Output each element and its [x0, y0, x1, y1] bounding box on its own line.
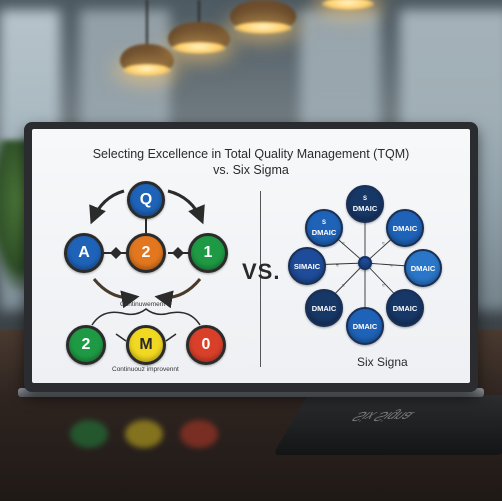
six-sigma-node-top-left: S DMAIC — [305, 209, 343, 247]
six-sigma-node-label: DMAIC — [311, 303, 337, 313]
screen-reflection — [60, 405, 300, 465]
six-sigma-node-right: DMAIC — [404, 249, 442, 287]
svg-text:≈: ≈ — [390, 263, 393, 269]
monitor: Selecting Excellence in Total Quality Ma… — [24, 122, 478, 392]
six-sigma-node-label: DMAIC — [410, 263, 436, 273]
arrow-bottom-right — [154, 278, 202, 309]
bottom-ticks — [115, 333, 177, 342]
tqm-node-bottom-right: 0 — [186, 325, 226, 365]
svg-text:≈: ≈ — [382, 241, 385, 247]
pendant-lamp — [230, 0, 296, 44]
six-sigma-node-left: SIMAIC — [288, 247, 326, 285]
six-sigma-node-label: DMAIC — [352, 321, 378, 331]
svg-text:≈: ≈ — [342, 241, 345, 247]
slide-screen: Selecting Excellence in Total Quality Ma… — [32, 129, 470, 383]
tqm-node-1: 1 — [188, 233, 228, 273]
spoke-ticks: ≈ ≈ ≈ ≈ ≈ ≈ — [336, 241, 393, 289]
svg-text:≈: ≈ — [342, 283, 345, 289]
six-sigma-label: Six Signa — [357, 355, 408, 369]
svg-text:≈: ≈ — [382, 283, 385, 289]
slide-title-line2: vs. Six Sigma — [213, 163, 289, 177]
six-sigma-node-bottom-right: DMAIC — [386, 289, 424, 327]
diamond-right — [172, 247, 184, 259]
tqm-label-cycle: Continuwement — [120, 301, 166, 308]
six-sigma-hub — [358, 256, 372, 270]
six-sigma-node-label: DMAIC — [311, 228, 337, 237]
tablet-reflection-text: Six Signa — [346, 409, 419, 424]
pendant-lamp — [318, 0, 378, 10]
six-sigma-node-label: SIMAIC — [293, 261, 321, 271]
tqm-label-bottom: Continuouz improvennt — [112, 366, 179, 373]
monitor-stand — [18, 388, 484, 397]
tqm-node-a: A — [64, 233, 104, 273]
tablet-device: Six Signa — [272, 395, 502, 455]
bottom-brace — [91, 308, 201, 326]
pendant-lamp — [168, 0, 230, 66]
arrow-q-to-a — [89, 189, 125, 225]
vs-text: VS. — [242, 259, 281, 284]
six-sigma-node-bottom: DMAIC — [346, 307, 384, 345]
tqm-node-bottom-left: 2 — [66, 325, 106, 365]
six-sigma-node-label: DMAIC — [392, 223, 418, 233]
six-sigma-node-sub: S — [321, 220, 326, 226]
diamond-left — [110, 247, 122, 259]
six-sigma-node-bottom-left: DMAIC — [305, 289, 343, 327]
arrow-bottom-left — [92, 278, 140, 309]
tqm-node-center: 2 — [126, 233, 166, 273]
pendant-lamp — [120, 0, 174, 80]
slide-title-line1: Selecting Excellence in Total Quality Ma… — [92, 147, 410, 161]
six-sigma-node-label: DMAIC — [352, 204, 378, 213]
six-sigma-node-top: S DMAIC — [346, 185, 384, 223]
svg-text:≈: ≈ — [336, 263, 339, 269]
tqm-node-q: Q — [127, 181, 165, 219]
six-sigma-node-top-right: DMAIC — [386, 209, 424, 247]
six-sigma-node-sub: S — [362, 196, 367, 202]
six-sigma-node-label: DMAIC — [392, 303, 418, 313]
tqm-node-bottom-mid: M — [126, 325, 166, 365]
vertical-divider — [260, 191, 261, 367]
arrow-q-to-1 — [167, 189, 205, 225]
